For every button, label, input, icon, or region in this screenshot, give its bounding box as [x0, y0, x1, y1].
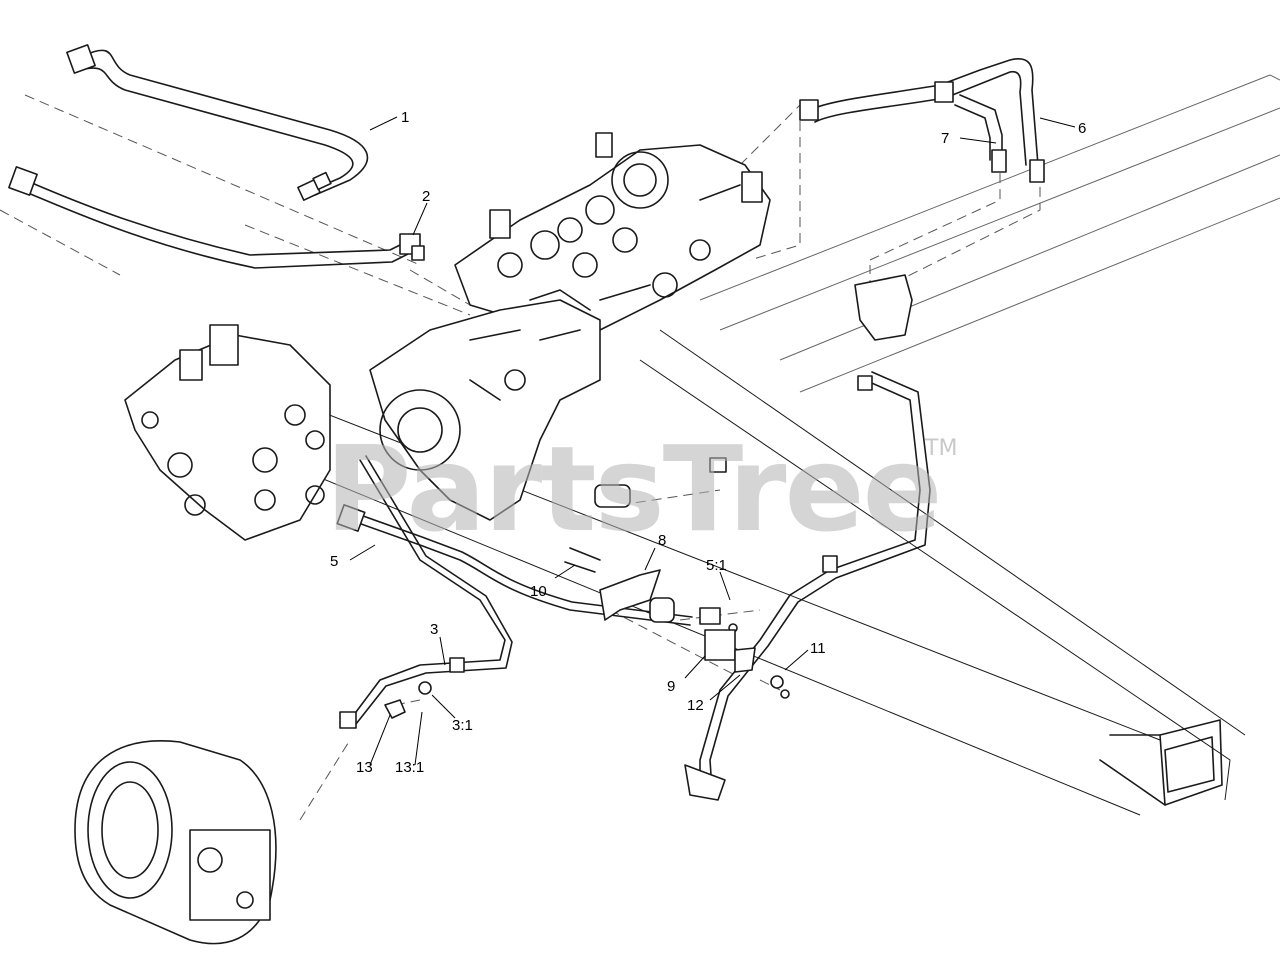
- hose-2: [8, 166, 425, 269]
- wheel-motor: [74, 740, 277, 945]
- callout-3: 3: [430, 621, 438, 638]
- callout-11: 11: [810, 640, 826, 657]
- tube-5: [336, 504, 693, 626]
- dashed-guide-lines: [0, 94, 1041, 821]
- callout-13: 13: [356, 759, 373, 776]
- frame-tube: [179, 74, 1280, 816]
- callout-6: 6: [1078, 120, 1086, 137]
- callout-5: 5: [330, 553, 338, 570]
- tube-3: [339, 455, 513, 729]
- callout-1: 1: [401, 109, 409, 126]
- callout-2: 2: [422, 188, 430, 205]
- watermark-trademark: TM: [924, 436, 957, 461]
- watermark-text: PartsTree: [325, 420, 941, 558]
- callout-13-1: 13:1: [395, 759, 424, 776]
- hose-6-7: [799, 58, 1045, 183]
- callout-10: 10: [530, 583, 547, 600]
- callout-9: 9: [667, 678, 675, 695]
- watermark: PartsTree TM: [325, 420, 957, 558]
- callout-12: 12: [687, 697, 704, 714]
- tube-11: [684, 371, 931, 801]
- callouts: 1 2 5 3 3:1 8 5:1 7 6 10 9 11 12 13 13:1: [330, 109, 1086, 776]
- bracket-assembly: [384, 274, 913, 719]
- hose-1: [66, 44, 369, 201]
- gear-housing: [369, 299, 601, 521]
- callout-5-1: 5:1: [706, 557, 727, 574]
- callout-3-1: 3:1: [452, 717, 473, 734]
- valve-block: [124, 324, 331, 541]
- callout-8: 8: [658, 532, 666, 549]
- callout-7: 7: [941, 130, 949, 147]
- leader-lines: [349, 116, 1076, 766]
